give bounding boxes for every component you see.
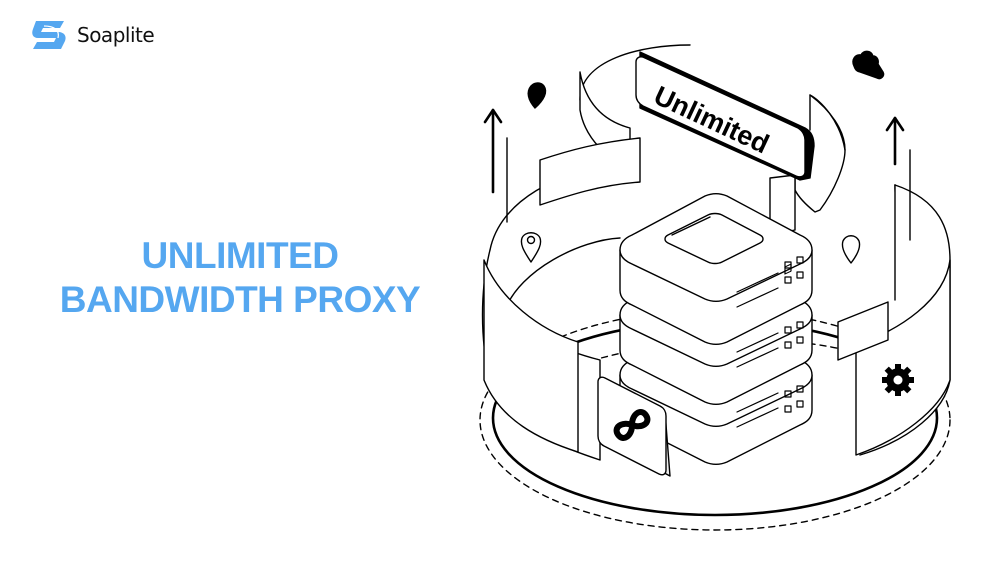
s-swoosh-logo-icon	[32, 21, 66, 49]
ring-panel-right	[855, 259, 951, 456]
headline-line-2: BANDWIDTH PROXY	[59, 279, 421, 320]
brand-logo[interactable]: Soaplite	[30, 18, 155, 52]
location-pin-outline-icon-right	[841, 235, 861, 264]
upload-arrow-icon	[483, 108, 503, 194]
upload-arrow-icon-right	[885, 116, 905, 166]
brand-name: Soaplite	[77, 23, 155, 47]
cloud-icon	[852, 50, 885, 80]
gear-icon	[882, 364, 914, 396]
infinity-card	[597, 376, 671, 477]
location-pin-outline-icon	[520, 232, 542, 263]
ring-panel-left	[483, 259, 579, 453]
unlimited-badge: Unlimited	[635, 51, 815, 181]
page-headline: UNLIMITED BANDWIDTH PROXY	[30, 234, 450, 322]
infinity-icon	[613, 409, 651, 441]
server-indicators	[736, 256, 804, 428]
location-pin-icon	[527, 82, 547, 109]
server-stack-icon	[619, 193, 813, 465]
headline-line-1: UNLIMITED	[141, 235, 339, 276]
